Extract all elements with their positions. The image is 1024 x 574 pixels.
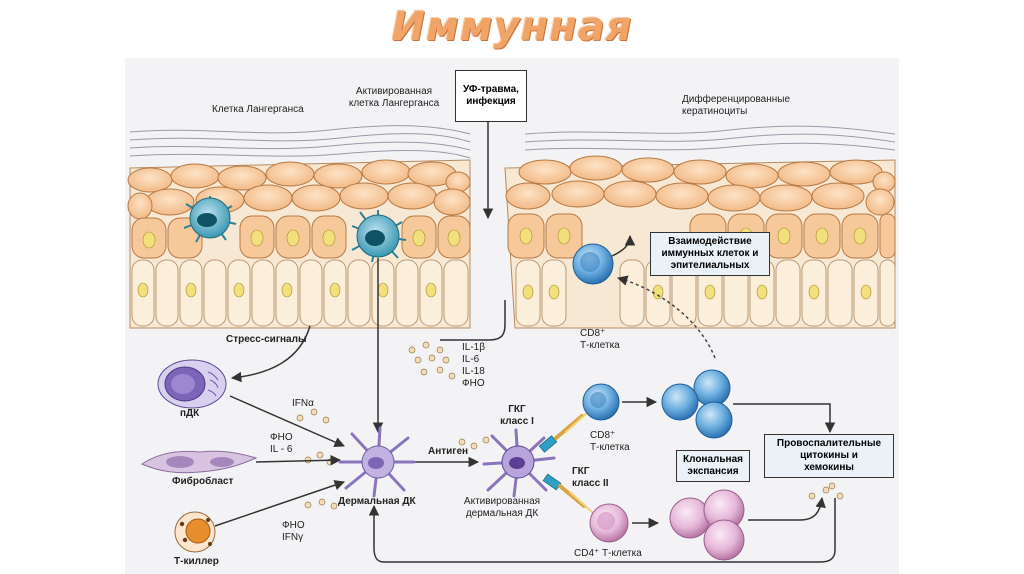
stratum-corneum-right (524, 125, 896, 151)
stress-signals-label: Стресс-сигналы (226, 334, 307, 345)
activated-langerhans-label: Активированная клетка Лангерганса (334, 86, 454, 110)
mhc2-label-2: класс II (572, 478, 609, 489)
epidermis-left (127, 159, 471, 329)
fno-ifng-label-2: IFNγ (282, 532, 304, 543)
uv-trauma-box: УФ-травма, инфекция (455, 70, 527, 122)
proinflam-label-1: Провоспалительные (776, 438, 882, 449)
activated-langerhans-label-1: Активированная (355, 86, 433, 97)
cytokine-il6: IL-6 (462, 354, 480, 365)
uv-label-2: инфекция (466, 96, 516, 107)
antigen-label: Антиген (428, 446, 469, 457)
cd4-t-cell (589, 503, 629, 543)
stratum-corneum-left (129, 125, 471, 159)
mhc1-label-1: ГКГ (508, 404, 526, 415)
cd8-top-label: CD8⁺ Т-клетка (580, 328, 620, 352)
interaction-label-2: иммунных клеток и (661, 248, 759, 259)
clonal-expansion-box: Клональная экспансия (676, 450, 750, 482)
mhc2-label: ГКГ класс II (572, 466, 609, 490)
tcr-connectors (554, 411, 593, 513)
interaction-box: Взаимодействие иммунных клеток и эпители… (650, 232, 770, 276)
interaction-label-3: эпителиальных (670, 260, 750, 271)
keratinocytes-label: Дифференцированные кератиноциты (682, 94, 790, 118)
cytokine-dots (296, 341, 844, 510)
activated-dc-label: Активированная дермальная ДК (450, 496, 554, 520)
fno-il6-label: ФНО IL - 6 (270, 432, 293, 456)
cd4-clonal-cluster (669, 489, 745, 561)
cytokine-fno: ФНО (462, 378, 485, 389)
cd8-mid-label-1: CD8⁺ (590, 430, 616, 441)
t-killer-label: Т-киллер (174, 556, 219, 567)
cytokine-il18: IL-18 (462, 366, 485, 377)
ifna-label: IFNα (292, 398, 314, 409)
t-killer-cell (174, 511, 216, 553)
pdc-label: пДК (180, 408, 200, 419)
fno-ifng-label-1: ФНО (282, 520, 305, 531)
dermal-dc-label: Дермальная ДК (338, 496, 416, 507)
proinflam-label-2: цитокины и (800, 450, 858, 461)
uv-label-1: УФ-травма, (463, 84, 519, 95)
cd8-t-cell-epidermis (572, 243, 614, 285)
pdc-cell (157, 359, 227, 409)
cd8-top-label-2: Т-клетка (580, 340, 620, 351)
mhc2-label-1: ГКГ (572, 466, 590, 477)
activated-langerhans-label-2: клетка Лангерганса (348, 98, 440, 109)
dermal-dc-cell (338, 426, 416, 498)
proinflammatory-box: Провоспалительные цитокины и хемокины (764, 434, 894, 478)
activated-dermal-dc-cell (482, 428, 562, 498)
activated-dc-label-2: дермальная ДК (465, 508, 539, 519)
fibroblast-label: Фибробласт (172, 476, 234, 487)
fno-ifng-label: ФНО IFNγ (282, 520, 305, 544)
cd8-t-cell-middle (582, 383, 620, 421)
fibroblast-cell (140, 450, 258, 474)
langerhans-label: Клетка Лангерганса (212, 104, 304, 115)
keratinocytes-label-2: кератиноциты (682, 106, 748, 117)
fno-il6-label-1: ФНО (270, 432, 293, 443)
cd8-clonal-cluster (661, 369, 733, 439)
cd4-label: CD4⁺ Т-клетка (574, 548, 642, 559)
activated-langerhans-cell (351, 210, 407, 263)
cd8-mid-label-2: Т-клетка (590, 442, 630, 453)
langerhans-cell (183, 196, 237, 243)
proinflam-label-3: хемокины (804, 462, 854, 473)
mhc1-label-2: класс I (500, 416, 534, 427)
clonal-label-2: экспансия (687, 466, 739, 477)
cytokine-il1b: IL-1β (462, 342, 485, 353)
cd8-mid-label: CD8⁺ Т-клетка (590, 430, 630, 454)
cd8-top-label-1: CD8⁺ (580, 328, 606, 339)
mhc1-label: ГКГ класс I (496, 404, 538, 428)
page-title: Иммунная (391, 4, 633, 50)
interaction-label-1: Взаимодействие (668, 236, 752, 247)
activated-dc-label-1: Активированная (463, 496, 541, 507)
keratinocytes-label-1: Дифференцированные (682, 94, 791, 105)
cytokine-list: IL-1β IL-6 IL-18 ФНО (462, 342, 485, 390)
fno-il6-label-2: IL - 6 (270, 444, 293, 455)
clonal-label-1: Клональная (683, 454, 743, 465)
